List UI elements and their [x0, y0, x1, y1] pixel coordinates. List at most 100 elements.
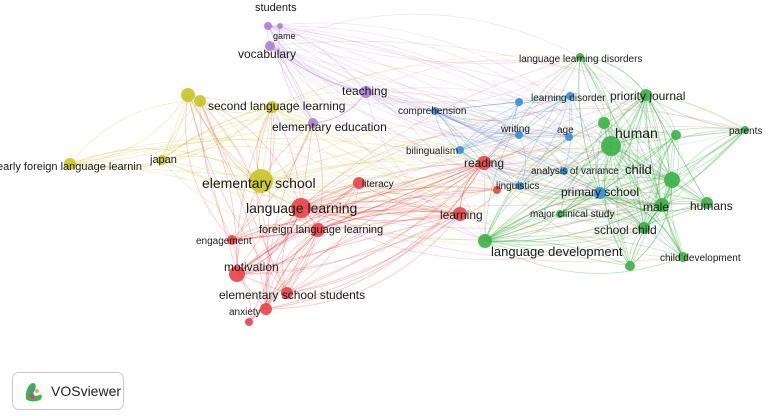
link-language_learning-school_child [300, 207, 645, 261]
node-label-child: child [625, 162, 652, 177]
link-priority_journal-male [645, 94, 669, 206]
node-language-learning-disorders[interactable] [576, 53, 584, 61]
link-reading-foreign_language_learning [317, 162, 485, 231]
node-child-development[interactable] [678, 252, 688, 262]
node-parents[interactable] [741, 126, 749, 134]
node-priority-journal[interactable] [640, 89, 652, 101]
link-language_learning-age [300, 136, 570, 215]
link-japan-second_language_learning [161, 106, 273, 161]
node-language-disorder[interactable] [566, 92, 574, 100]
node-early-foreign[interactable] [64, 158, 76, 170]
link-learning-motivation [236, 213, 461, 275]
link-early_foreign-foreign_language_learning [69, 163, 319, 231]
link-motivation-y_small2 [199, 100, 238, 275]
link-primary_school-language_learning_disorders [578, 56, 601, 194]
node-vocabulary[interactable] [265, 41, 275, 51]
link-second_language_learning-primary_school [271, 98, 601, 194]
link-motivation-r_small2 [236, 186, 498, 275]
link-language_learning-priority_journal [300, 94, 647, 209]
link-teaching-parents [365, 91, 746, 139]
node-motivation[interactable] [229, 266, 245, 282]
link-language_learning-primary_school [300, 163, 601, 209]
node-human[interactable] [601, 136, 621, 156]
link-bilingualism-writing [459, 134, 520, 151]
node-g-small1[interactable] [625, 261, 635, 271]
link-teaching-humans [365, 87, 708, 204]
node-literacy[interactable] [353, 177, 365, 189]
node-b-small1[interactable] [515, 98, 523, 106]
node-comprehension[interactable] [431, 107, 439, 115]
node-r-small1[interactable] [245, 318, 253, 326]
node-linguistics[interactable] [516, 182, 524, 190]
link-teaching-students [267, 25, 367, 93]
node-language-development[interactable] [478, 234, 492, 248]
link-bilingualism-linguistics [459, 149, 521, 187]
node-engagement[interactable] [227, 235, 237, 245]
node-male[interactable] [655, 198, 669, 212]
link-japan-reading [161, 159, 485, 201]
link-elementary_education-vocabulary [269, 45, 314, 124]
node-child[interactable] [664, 172, 680, 188]
link-writing-comprehension [434, 108, 520, 136]
node-analysis-of-variance[interactable] [560, 167, 568, 175]
link-priority_journal-child_development [645, 94, 684, 258]
node-age[interactable] [565, 133, 573, 141]
link-vocabulary-human [269, 45, 612, 147]
link-learning-literacy [358, 182, 461, 215]
node-ess[interactable] [281, 287, 293, 299]
node-foreign-language-learning[interactable] [311, 223, 325, 237]
node-game[interactable] [277, 23, 283, 29]
node-reading[interactable] [477, 156, 491, 170]
link-second_language_learning-humans [271, 106, 708, 204]
link-reading-language_development [483, 162, 486, 242]
node-y-small1[interactable] [181, 88, 195, 102]
link-child-language_development [484, 179, 673, 242]
link-elementary_education-game [278, 25, 314, 124]
link-child-parents [671, 129, 746, 181]
link-japan-foreign_language_learning [161, 159, 319, 231]
node-humans[interactable] [701, 197, 713, 209]
node-elementary-school[interactable] [249, 169, 273, 193]
node-teaching[interactable] [360, 86, 372, 98]
link-child-analysis_of_variance [563, 167, 673, 181]
link-learning-language_learning [300, 200, 461, 215]
node-students[interactable] [264, 22, 272, 30]
node-g-small2[interactable] [671, 130, 681, 140]
link-language_learning-male [300, 204, 663, 229]
link-language_development-g_small2 [484, 134, 677, 242]
link-early_foreign-learning [69, 138, 461, 215]
node-learning[interactable] [453, 207, 467, 221]
vosviewer-logo-box[interactable]: VOSviewer [12, 372, 124, 410]
node-japan[interactable] [157, 155, 167, 165]
link-reading-analysis_of_variance [483, 162, 565, 174]
link-school_child-major_clinical_study [559, 209, 645, 229]
link-teaching-game [279, 25, 367, 93]
link-early_foreign-y_small2 [69, 100, 201, 165]
node-y-small2[interactable] [194, 95, 206, 107]
node-g-small3[interactable] [598, 117, 610, 129]
node-second-language-learning[interactable] [266, 101, 278, 113]
link-students-language_learning_disorders [267, 25, 581, 64]
node-school-child[interactable] [638, 222, 650, 234]
link-comprehension-age [434, 110, 570, 138]
node-anxiety[interactable] [260, 303, 272, 315]
link-language_development-child [484, 177, 673, 242]
node-primary-school[interactable] [594, 187, 606, 199]
node-elementary-education[interactable] [308, 118, 318, 128]
link-language_learning-second_language_learning [271, 106, 302, 209]
node-major-clinical-study[interactable] [556, 210, 564, 218]
node-writing[interactable] [515, 131, 523, 139]
node-r-small2[interactable] [493, 186, 501, 194]
link-students-writing [267, 25, 520, 136]
link-elementary_school-y_small1 [187, 94, 262, 182]
link-students-humans [267, 25, 708, 205]
node-language-learning[interactable] [291, 198, 311, 218]
link-child-g_small3 [603, 122, 673, 181]
link-early_foreign-reading [69, 138, 485, 165]
link-human-linguistics [519, 145, 612, 187]
link-child-g_small1 [629, 179, 673, 267]
link-human-g_small1 [604, 145, 631, 267]
node-bilingualism[interactable] [456, 146, 464, 154]
